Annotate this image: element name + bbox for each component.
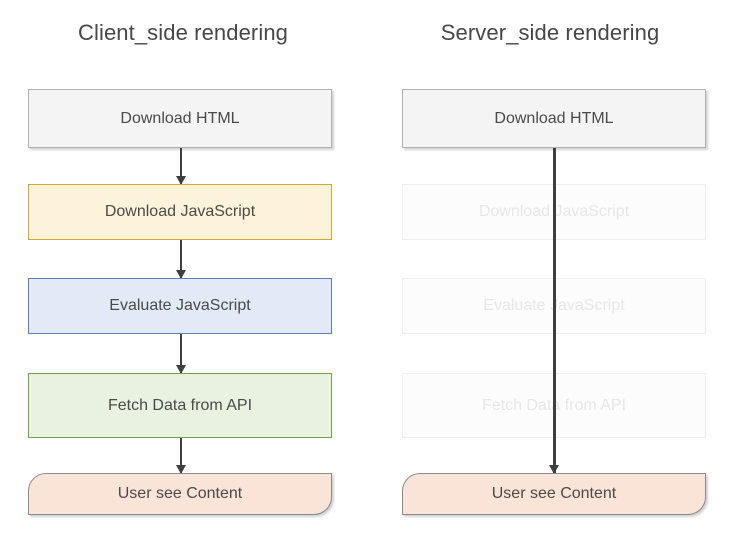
arrow-shaft (180, 334, 182, 373)
arrow-shaft (180, 240, 182, 278)
column-title-server-side: Server_side rendering (440, 20, 660, 45)
arrow-shaft (553, 148, 556, 473)
node-client-user-see-content[interactable]: User see Content (28, 473, 332, 515)
node-client-fetch-data-from-api[interactable]: Fetch Data from API (28, 373, 332, 438)
node-client-evaluate-javascript[interactable]: Evaluate JavaScript (28, 278, 332, 334)
node-server-download-html[interactable]: Download HTML (402, 89, 706, 148)
node-client-download-html[interactable]: Download HTML (28, 89, 332, 148)
column-title-client-side: Client_side rendering (77, 20, 288, 45)
arrow-head (176, 270, 186, 279)
node-server-user-see-content[interactable]: User see Content (402, 473, 706, 515)
node-client-download-javascript[interactable]: Download JavaScript (28, 184, 332, 240)
arrow-head (176, 465, 186, 474)
arrow-head (176, 365, 186, 374)
arrow-shaft (180, 438, 182, 473)
arrow-shaft (180, 148, 182, 184)
arrow-head (549, 465, 559, 474)
arrow-head (176, 176, 186, 185)
